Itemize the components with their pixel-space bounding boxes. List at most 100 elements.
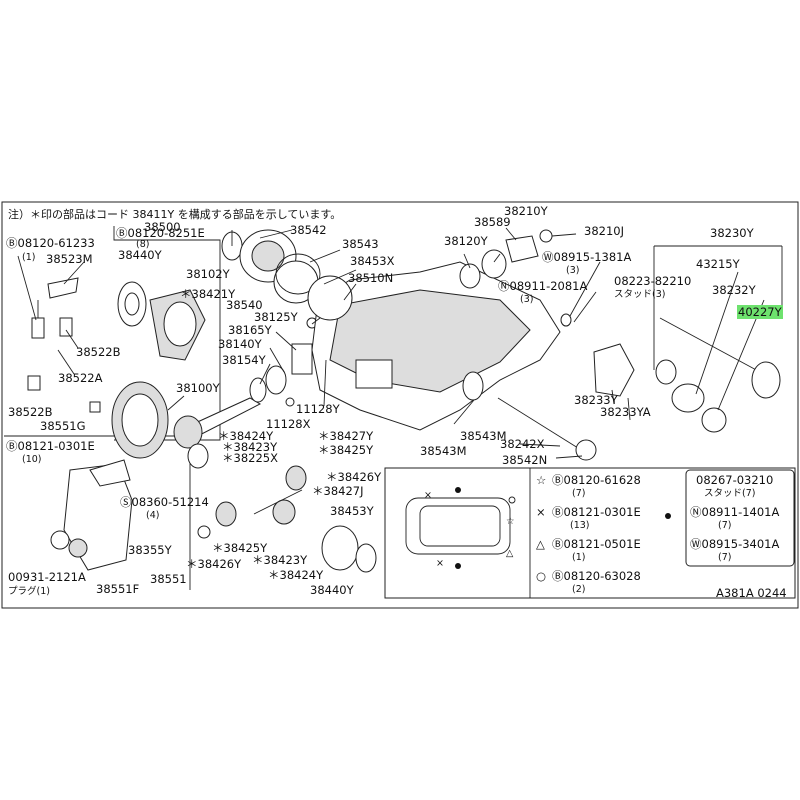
label-08915-1381A-qty: (3) [566,265,579,276]
label-38453X: 38453X [350,254,395,268]
leader-lines [17,227,783,459]
gasket-schematic: × × ☆ △ [405,487,516,569]
right-side-drawing [459,229,781,461]
legend-dot-group: 08267-03210 スタッド(7) Ⓝ08911-1401A (7) Ⓦ08… [690,473,779,563]
label-38440Y-b: 38440Y [310,583,355,597]
label-38543: 38543 [342,237,379,251]
label-11128Y: 11128Y [296,402,341,416]
label-38210J: 38210J [584,224,624,238]
label-38425Y-a: ＊38425Y [318,443,374,457]
label-38522B-b: 38522B [8,405,53,419]
label-38510N: 38510N [348,271,393,285]
legend-symbol: ○ [536,569,546,583]
legend-dot-qty: スタッド(7) [704,488,755,499]
label-38232Y: 38232Y [712,283,757,297]
legend-row-2: × Ⓑ08121-0301E (13) [536,505,641,531]
legend-qty: (2) [572,584,585,595]
legend-dot-group-box [685,469,795,567]
legend-part: Ⓑ08120-61628 [552,473,641,487]
label-38424Y-b: ＊38424Y [268,568,324,582]
label-38100Y: 38100Y [176,381,221,395]
legend-dot-qty: (7) [718,552,731,563]
label-38543M-b: 38543M [420,444,467,458]
diff-case-drawing [307,261,561,431]
figure-code: A381A 0244 [716,586,787,600]
label-38426Y-a: ＊38426Y [326,470,382,484]
label-38543M-a: 38543M [460,429,507,443]
label-38425Y-b: ＊38425Y [212,541,268,555]
label-38125Y: 38125Y [254,310,299,324]
label-plug: プラグ(1) [8,585,50,597]
legend-qty: (1) [572,552,585,563]
legend-row-1: ☆ Ⓑ08120-61628 (7) [536,473,641,499]
label-38120Y: 38120Y [444,234,489,248]
label-38542: 38542 [290,223,327,237]
label-38165Y: 38165Y [228,323,273,337]
label-38589: 38589 [474,215,511,229]
legend-qty: (7) [572,488,585,499]
label-08360-51214: Ⓢ08360-51214 [120,495,209,509]
legend-part: Ⓑ08121-0301E [552,505,641,519]
svg-text:×: × [424,490,432,501]
label-38540: 38540 [226,298,263,312]
label-11128X: 11128X [266,417,311,431]
svg-text:△: △ [506,548,514,559]
legend-qty: (13) [570,520,590,531]
label-38233Y: 38233Y [574,393,619,407]
svg-text:☆: ☆ [506,516,515,527]
label-38233YA: 38233YA [600,405,651,419]
legend-dot-part: Ⓦ08915-3401A [690,537,779,551]
label-08121-0301E: Ⓑ08121-0301E [6,439,95,453]
label-38551F: 38551F [96,582,139,596]
label-38421Y: ＊38421Y [180,287,236,301]
svg-text:×: × [436,558,444,569]
label-38440Y-a: 38440Y [118,248,163,262]
label-08120-61233: Ⓑ08120-61233 [6,236,95,250]
legend-part: Ⓑ08121-0501E [552,537,641,551]
label-08120-61233-qty: (1) [22,252,35,263]
breather-pipe-drawing [27,277,101,413]
label-38522B-a: 38522B [76,345,121,359]
label-00931-2121A: 00931-2121A [8,570,86,584]
label-38500: 38500 [144,220,181,234]
label-08360-51214-qty: (4) [146,510,159,521]
label-38551: 38551 [150,572,187,586]
label-38424Y-a: ＊38424Y [218,429,274,443]
legend-dot-qty: (7) [718,520,731,531]
label-08915-1381A: Ⓦ08915-1381A [542,250,631,264]
rear-cover-drawing [50,459,133,571]
label-38140Y: 38140Y [218,337,263,351]
legend-symbol: × [536,505,546,519]
differential-drawing [117,231,243,361]
gasket-drawing [275,253,321,295]
label-38542N: 38542N [502,453,547,467]
label-38427J: ＊38427J [312,484,363,498]
label-08120-8251E-qty: (8) [136,239,149,250]
label-38154Y: 38154Y [222,353,267,367]
label-08121-0301E-qty: (10) [22,454,42,465]
label-08911-2081A-qty: (3) [520,294,533,305]
label-38210Y: 38210Y [504,204,549,218]
label-40227Y: 40227Y [738,305,783,319]
label-43215Y: 43215Y [696,257,741,271]
label-38523M: 38523M [46,252,93,266]
label-38522A: 38522A [58,371,103,385]
pinion-mate-drawing [187,443,377,573]
legend-row-3: △ Ⓑ08121-0501E (1) [536,537,641,563]
note-text: 注）＊印の部品はコード 38411Y を構成する部品を示しています。 [8,207,341,221]
legend-dot-part: Ⓝ08911-1401A [690,505,779,519]
legend-box [384,467,796,599]
ring-gear-drawing [111,381,262,459]
label-38551G: 38551G [40,419,86,433]
legend-part: Ⓑ08120-63028 [552,569,641,583]
label-38427Y: ＊38427Y [318,429,374,443]
legend-dot-part: 08267-03210 [696,473,773,487]
legend-dot-marker [665,513,671,519]
label-38423Y-b: ＊38423Y [252,553,308,567]
label-38102Y: 38102Y [186,267,231,281]
label-38242X: 38242X [500,437,545,451]
highlight-40227Y [737,305,783,319]
label-38355Y: 38355Y [128,543,173,557]
legend-row-4: ○ Ⓑ08120-63028 (2) [536,569,641,595]
legend-symbol: ☆ [536,473,546,487]
